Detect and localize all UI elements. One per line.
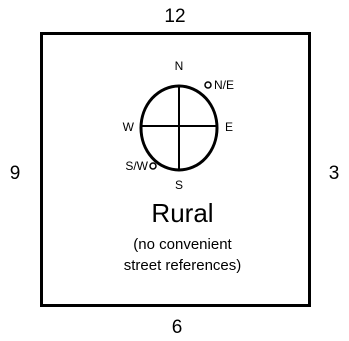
compass-southwest-label: S/W bbox=[125, 159, 148, 173]
clock-3-label: 3 bbox=[328, 163, 340, 184]
compass-northeast-label: N/E bbox=[214, 78, 234, 92]
compass-south-label: S bbox=[175, 178, 183, 192]
area-boundary-square bbox=[40, 32, 311, 307]
compass-west-label: W bbox=[123, 120, 135, 134]
area-note-line-2: street references) bbox=[123, 257, 242, 274]
southwest-marker-dot bbox=[149, 162, 157, 170]
compass-east-label: E bbox=[225, 120, 233, 134]
compass-north-label: N bbox=[175, 59, 184, 73]
area-type-label: Rural bbox=[151, 198, 214, 228]
clock-12-label: 12 bbox=[164, 6, 186, 27]
northeast-marker-dot bbox=[204, 81, 212, 89]
clock-6-label: 6 bbox=[171, 317, 183, 338]
area-note-line-1: (no convenient bbox=[133, 236, 232, 253]
clock-9-label: 9 bbox=[9, 163, 21, 184]
